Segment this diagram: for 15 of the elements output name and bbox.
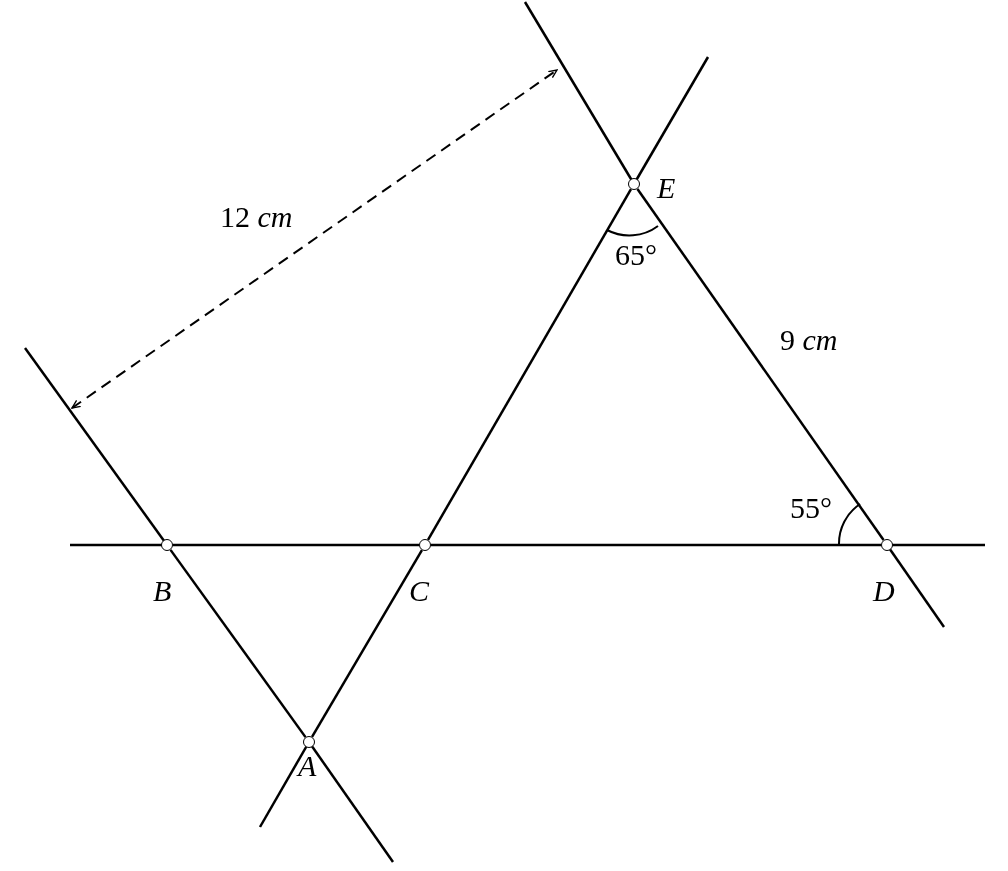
line-segment <box>636 188 885 541</box>
point-label: D <box>873 576 895 606</box>
dimension-label: 12 cm <box>220 202 293 232</box>
point-label: A <box>298 751 317 781</box>
point-label: B <box>153 576 172 606</box>
line-segment <box>431 543 881 547</box>
line-segment <box>173 543 419 547</box>
point-label: E <box>657 173 676 203</box>
length-label: 9 cm <box>780 325 838 355</box>
line-segment <box>169 549 307 738</box>
point-label: C <box>409 576 429 606</box>
angle-label: 55° <box>790 493 832 523</box>
line-segment <box>426 188 633 541</box>
line-segment <box>310 549 424 738</box>
angle-label: 65° <box>615 240 657 270</box>
